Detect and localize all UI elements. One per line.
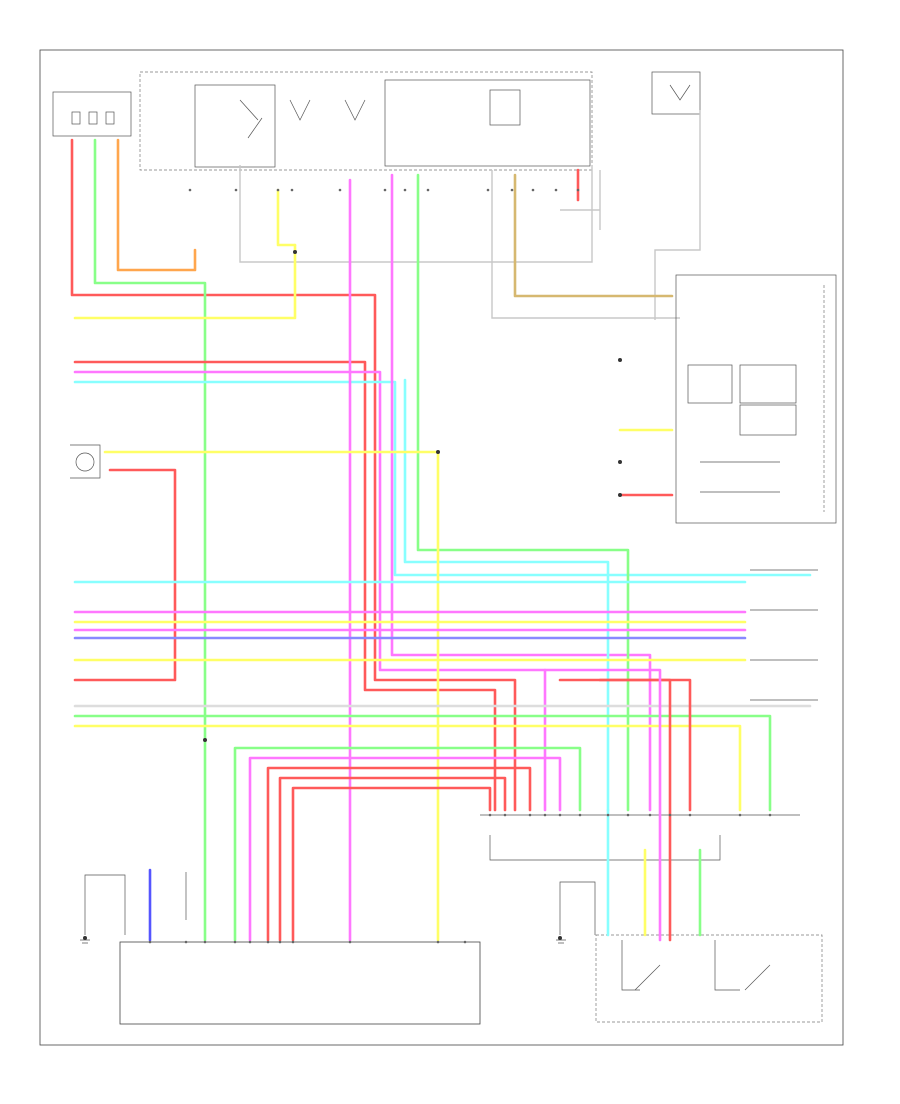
wire-cyan-1 — [73, 380, 812, 577]
pin-row-ecm — [148, 940, 467, 944]
wire-pink-5 — [248, 756, 562, 942]
wire-olive-1 — [513, 173, 674, 298]
wire-green-4 — [233, 746, 582, 942]
wire-red-1 — [70, 138, 517, 812]
connector-top-left — [52, 91, 132, 137]
wire-yellow-5 — [73, 724, 742, 812]
connector-strip-bottom — [480, 814, 800, 861]
wire-green-1 — [93, 138, 207, 942]
wire-orange-1 — [116, 138, 197, 272]
ground-bottom-left — [80, 872, 187, 944]
control-module-right — [675, 274, 837, 524]
wire-pink-1 — [73, 370, 547, 812]
pin-row-top — [188, 188, 580, 192]
connectors-right — [750, 569, 818, 701]
ecm-box — [119, 941, 481, 1025]
sensor-left — [70, 444, 101, 479]
wire-red-5 — [278, 776, 507, 942]
wire-red-4 — [266, 766, 532, 942]
wire-yellow-1 — [73, 243, 297, 320]
wires — [70, 138, 812, 942]
diagram-border — [39, 49, 844, 1046]
switch-module-bottom-right — [556, 881, 823, 1023]
junctions — [83, 250, 622, 940]
relay-box-top — [139, 71, 593, 171]
wire-red-6 — [291, 786, 492, 942]
relay-top-right — [651, 71, 701, 115]
wire-red-3 — [73, 468, 177, 682]
wire-green-3 — [73, 714, 772, 812]
wire-yellow-2 — [103, 450, 440, 942]
pin-row-bottom — [488, 813, 772, 817]
wire-red-2 — [73, 360, 497, 812]
harness-top — [239, 165, 593, 263]
